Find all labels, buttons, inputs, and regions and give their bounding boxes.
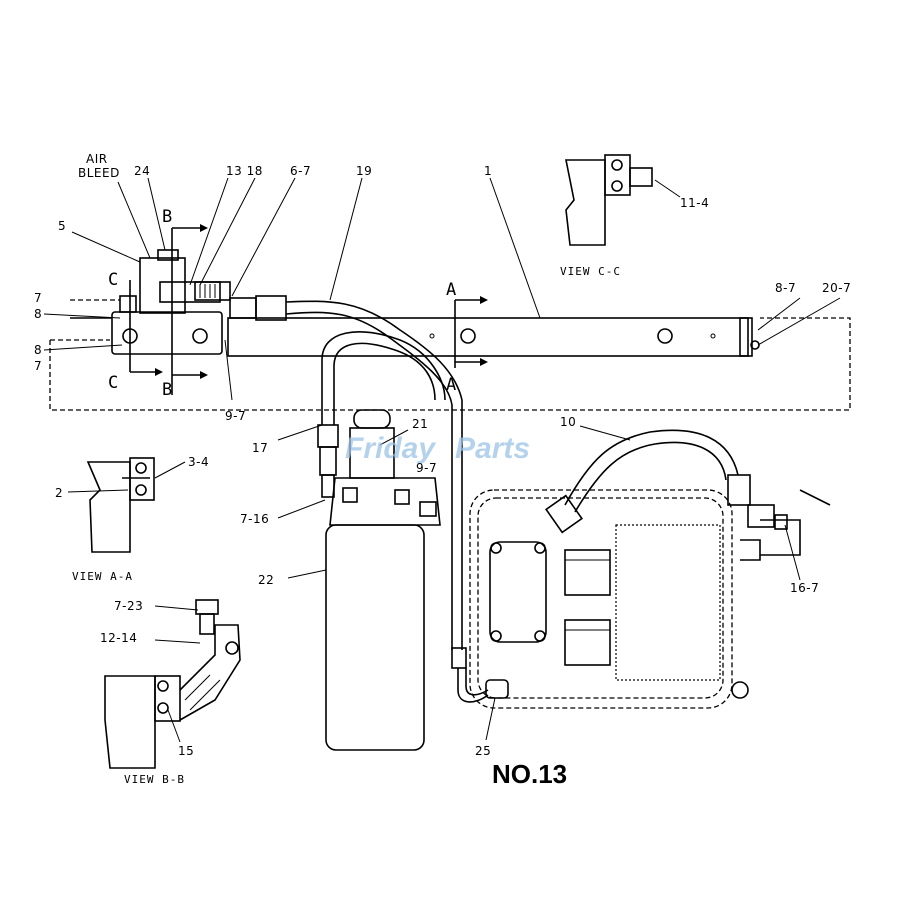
- callout-24: 24: [134, 164, 150, 178]
- callout-16-7: 16-7: [790, 581, 819, 595]
- callout-19: 19: [356, 164, 372, 178]
- view-a-a-detail: [86, 457, 155, 553]
- callout-17: 17: [252, 441, 268, 455]
- callout-bleed: BLEED: [78, 166, 120, 180]
- section-letter-c-top: C: [108, 270, 118, 290]
- view-b-b-detail: [104, 599, 241, 769]
- callout-22: 22: [258, 573, 274, 587]
- watermark-logo: Friday Parts: [345, 432, 530, 465]
- callout-25: 25: [475, 744, 491, 758]
- callout-air: AIR: [86, 152, 108, 166]
- main-bracket: [227, 317, 760, 357]
- callout-6-7: 6-7: [290, 164, 311, 178]
- section-letter-b-bottom: B: [162, 380, 172, 400]
- callout-7-23: 7-23: [114, 599, 143, 613]
- callout-10: 10: [560, 415, 576, 429]
- hose-25: [451, 647, 509, 703]
- section-letter-a-bottom: A: [446, 375, 456, 395]
- callout-labels: AIR BLEED 24 13 18 6-7 19 1 11-4 5 7 8 8…: [34, 152, 851, 758]
- fuel-filter-canister: [325, 409, 441, 751]
- diagram-title: NO.13: [492, 759, 567, 789]
- callout-9-7-right: 9-7: [416, 461, 437, 475]
- callout-20-7: 20-7: [822, 281, 851, 295]
- callout-7-16: 7-16: [240, 512, 269, 526]
- callout-21: 21: [412, 417, 428, 431]
- callout-11-4: 11-4: [680, 196, 709, 210]
- callout-8-top: 8: [34, 307, 42, 321]
- callout-15: 15: [178, 744, 194, 758]
- callout-8-bottom: 8: [34, 343, 42, 357]
- callout-13-18: 13 18: [226, 164, 263, 178]
- callout-12-14: 12-14: [100, 631, 137, 645]
- view-c-c-caption: VIEW C-C: [560, 265, 621, 278]
- engine-block-outline: [49, 299, 851, 411]
- leader-lines: [43, 177, 841, 743]
- view-c-c-detail: [565, 154, 653, 246]
- hose-17: [317, 331, 446, 498]
- hose-10: [545, 429, 788, 534]
- callout-3-4: 3-4: [188, 455, 209, 469]
- callout-7-top: 7: [34, 291, 42, 305]
- callout-8-7: 8-7: [775, 281, 796, 295]
- watermark-brand-b: Parts: [455, 432, 530, 465]
- callout-7-bottom: 7: [34, 359, 42, 373]
- callout-5: 5: [58, 219, 66, 233]
- hose-19: [285, 300, 463, 650]
- callout-9-7-left: 9-7: [225, 409, 246, 423]
- filter-base-assembly: [70, 249, 287, 355]
- section-letter-c-bottom: C: [108, 373, 118, 393]
- section-letter-a-top: A: [446, 280, 456, 300]
- callout-1: 1: [484, 164, 492, 178]
- watermark-brand-a: Friday: [345, 432, 436, 465]
- section-markers: B B C C A A: [108, 207, 488, 400]
- view-captions: VIEW C-C VIEW A-A VIEW B-B: [72, 265, 621, 786]
- view-b-b-caption: VIEW B-B: [124, 773, 185, 786]
- callout-2: 2: [55, 486, 63, 500]
- view-a-a-caption: VIEW A-A: [72, 570, 133, 583]
- ecm-module: [469, 489, 831, 709]
- section-letter-b-top: B: [162, 207, 172, 227]
